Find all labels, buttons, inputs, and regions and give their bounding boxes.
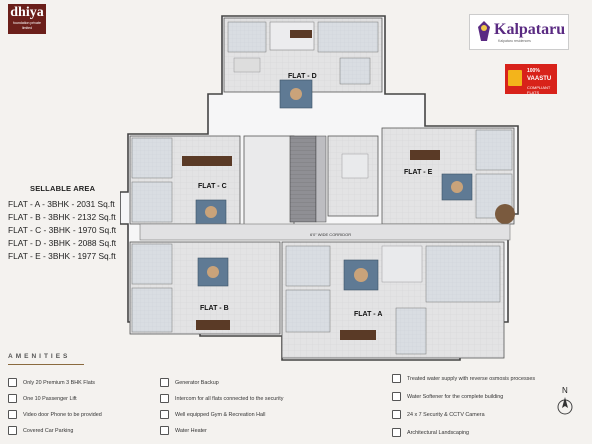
amenity-item: Covered Car Parking (8, 426, 73, 435)
amenity-label: Water Heater (175, 427, 207, 434)
sellable-area-list: FLAT - A - 3BHK - 2031 Sq.ft FLAT - B - … (8, 198, 116, 263)
sellable-area-item: FLAT - E - 3BHK - 1977 Sq.ft (8, 251, 116, 261)
kalpataru-logo-text: Kalpataru (494, 21, 566, 38)
sellable-area-item: FLAT - A - 3BHK - 2031 Sq.ft (8, 199, 115, 209)
sellable-area-title: SELLABLE AREA (30, 184, 96, 193)
sellable-area-item: FLAT - D - 3BHK - 2088 Sq.ft (8, 238, 117, 248)
dhiya-logo: dhiya foundation private limited (8, 4, 46, 34)
vastu-badge-percent: 100% (527, 68, 540, 74)
amenity-item: Water Heater (160, 426, 207, 435)
sellable-area-item: FLAT - C - 3BHK - 1970 Sq.ft (8, 225, 117, 235)
vastu-badge-subtitle: COMPLIANT FLATS (527, 85, 551, 95)
amenity-label: Well equipped Gym & Recreation Hall (175, 411, 266, 418)
floor-plan: FLAT - D FLAT - C FLAT - E FLAT - B FLAT… (120, 15, 519, 361)
water-treatment-icon (392, 374, 401, 383)
vastu-house-icon (508, 70, 522, 86)
amenities-divider (8, 364, 84, 365)
generator-icon (160, 378, 169, 387)
sellable-area-item: FLAT - B - 3BHK - 2132 Sq.ft (8, 212, 116, 222)
amenity-label: Intercom for all flats connected to the … (175, 395, 284, 402)
amenity-item: Water Softener for the complete building (392, 392, 503, 401)
amenity-label: Covered Car Parking (23, 427, 74, 434)
amenity-label: Generator Backup (175, 379, 219, 386)
water-softener-icon (392, 392, 401, 401)
amenity-item: Only 20 Premium 3 BHK Flats (8, 378, 95, 387)
plan-label-flat-c: FLAT - C (198, 183, 227, 190)
dhiya-logo-text: dhiya (10, 5, 44, 20)
amenity-item: Architectural Landscaping (392, 428, 469, 437)
amenity-item: Well equipped Gym & Recreation Hall (160, 410, 265, 419)
plan-label-flat-b: FLAT - B (200, 305, 229, 312)
plan-label-flat-d: FLAT - D (288, 73, 317, 80)
water-heater-icon (160, 426, 169, 435)
intercom-icon (160, 394, 169, 403)
vastu-badge-title: VAASTU (527, 76, 552, 82)
lift-icon (8, 394, 17, 403)
kalpataru-emblem-icon (478, 21, 490, 41)
amenity-label: Water Softener for the complete building (407, 393, 504, 400)
apartment-icon (8, 378, 17, 387)
amenity-label: Video door Phone to be provided (23, 411, 102, 418)
car-icon (8, 426, 17, 435)
amenities-title: AMENITIES (8, 353, 71, 360)
amenity-item: Video door Phone to be provided (8, 410, 102, 419)
amenity-item: 24 x 7 Security & CCTV Camera (392, 410, 485, 419)
plan-label-flat-a: FLAT - A (354, 311, 382, 318)
security-camera-icon (392, 410, 401, 419)
amenity-item: Intercom for all flats connected to the … (160, 394, 283, 403)
amenity-item: Generator Backup (160, 378, 219, 387)
amenity-label: 24 x 7 Security & CCTV Camera (407, 411, 485, 418)
north-arrow-icon: N (557, 386, 573, 415)
amenity-item: Treated water supply with reverse osmosi… (392, 374, 535, 383)
plan-label-flat-e: FLAT - E (404, 169, 433, 176)
plan-label-corridor: 6'0" WIDE CORRIDOR (310, 232, 351, 237)
amenity-label: Treated water supply with reverse osmosi… (407, 375, 536, 382)
amenity-label: Only 20 Premium 3 BHK Flats (23, 379, 95, 386)
amenity-label: One 10 Passenger Lift (23, 395, 77, 402)
vastu-badge: 100% VAASTU COMPLIANT FLATS (505, 64, 557, 95)
kalpataru-logo-tagline: Kalpataru residences (498, 39, 531, 43)
dhiya-logo-tagline: foundation private limited (13, 21, 41, 30)
gym-icon (160, 410, 169, 419)
landscape-icon (392, 428, 401, 437)
north-label: N (562, 386, 568, 395)
kalpataru-logo: Kalpataru Kalpataru residences (469, 14, 569, 50)
amenity-label: Architectural Landscaping (407, 429, 470, 436)
video-phone-icon (8, 410, 17, 419)
amenity-item: One 10 Passenger Lift (8, 394, 77, 403)
